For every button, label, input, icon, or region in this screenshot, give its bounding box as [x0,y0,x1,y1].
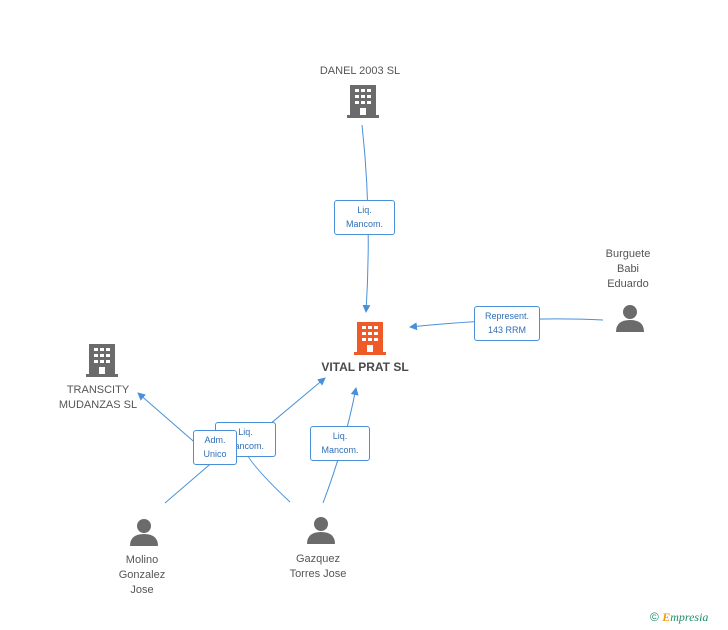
building-icon [86,344,118,377]
copyright-symbol: © [650,610,659,624]
person-icon [130,519,158,546]
edge-label-danel-vital[interactable]: Liq. Mancom. [334,200,395,235]
edge-label-gazquez-vital-b[interactable]: Liq. Mancom. [310,426,370,461]
node-label-molino[interactable]: Molino Gonzalez Jose [118,554,166,596]
brand-footer: © Empresia [650,610,708,625]
brand-logo: Empresia [662,610,709,624]
node-label-gazquez[interactable]: Gazquez Torres Jose [289,553,347,580]
node-label-burguete[interactable]: Burguete Babi Eduardo [605,248,651,290]
person-icon [307,517,335,544]
node-label-transcity[interactable]: TRANSCITY MUDANZAS SL [58,384,138,411]
person-icon [616,305,644,332]
edge-label-molino-transcity[interactable]: Adm. Unico [193,430,237,465]
edge-label-burguete-vital[interactable]: Represent. 143 RRM [474,306,540,341]
building-icon [347,85,379,118]
node-label-danel[interactable]: DANEL 2003 SL [319,65,401,77]
main-building-icon [354,322,386,355]
node-label-vital-prat[interactable]: VITAL PRAT SL [321,360,409,374]
